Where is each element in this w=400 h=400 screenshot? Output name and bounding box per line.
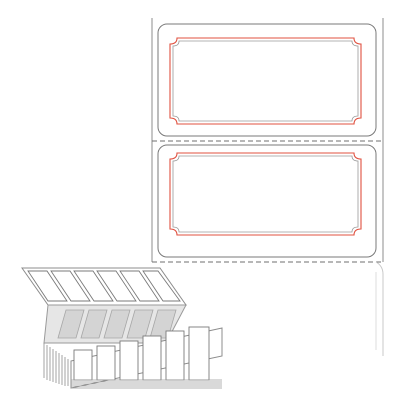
label-strip xyxy=(151,18,384,356)
strip-continuation xyxy=(375,261,384,356)
fan-top-label-1 xyxy=(27,270,68,302)
fan-bottom-label-1 xyxy=(73,349,93,381)
fan-top-label-2 xyxy=(50,270,91,302)
fan-bottom-panel xyxy=(70,326,223,389)
label-1-outline xyxy=(157,23,377,137)
fan-top-label-3 xyxy=(73,270,114,302)
fan-middle-label-2 xyxy=(80,309,108,339)
fan-top-label-4 xyxy=(96,270,137,302)
fan-middle-label-3 xyxy=(103,309,131,339)
label-2-outline xyxy=(157,144,377,258)
fan-top-label-5 xyxy=(119,270,160,302)
fan-bottom-label-2 xyxy=(96,345,116,381)
label-1-grey-frame xyxy=(172,40,359,122)
fan-bottom-label-5 xyxy=(165,330,185,381)
fan-top-panel xyxy=(21,267,187,306)
label-2 xyxy=(157,144,377,258)
fan-middle-label-1 xyxy=(57,309,85,339)
fan-bottom-label-4 xyxy=(142,335,162,381)
fan-bottom-label-6 xyxy=(188,326,210,381)
label-1 xyxy=(157,23,377,137)
fanfold-stack xyxy=(21,267,223,389)
label-2-grey-frame xyxy=(172,155,359,233)
label-2-red-frame xyxy=(169,152,362,236)
stack-thickness xyxy=(71,379,222,389)
label-1-red-frame xyxy=(169,37,362,125)
fan-bottom-label-3 xyxy=(119,340,139,381)
fan-middle-panel xyxy=(43,304,187,344)
fan-top-label-6 xyxy=(142,270,181,302)
stack-edges xyxy=(43,343,72,387)
